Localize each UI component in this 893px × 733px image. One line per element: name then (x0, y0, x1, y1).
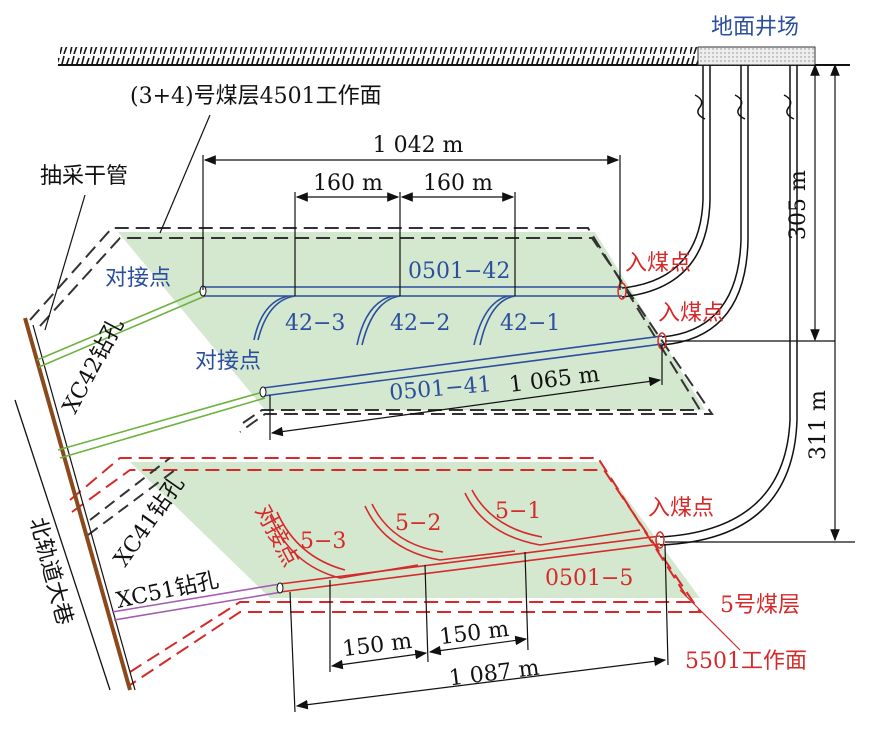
dim-spacing-2: 160 m (423, 171, 493, 196)
trunk-pipe-label: 抽采干管 (40, 164, 128, 189)
surface-site-pad (697, 46, 816, 66)
branch-42-3-label: 42−3 (285, 311, 345, 336)
xc51-borehole (111, 583, 283, 621)
dim-spacing-1: 160 m (313, 171, 383, 196)
surface-wells (621, 65, 798, 546)
upper-seam-area (118, 232, 705, 410)
branch-5-1-label: 5−1 (495, 499, 541, 524)
ground-hatch (58, 47, 698, 65)
branch-5-3-label: 5−3 (300, 529, 346, 554)
upper-seam-outline (29, 227, 702, 426)
xc42-label: XC42钻孔 (58, 314, 129, 418)
lower-seam-outline (69, 457, 692, 673)
entry-point-label-2: 入煤点 (658, 301, 724, 326)
lower-seam-outline-2 (71, 469, 702, 686)
branch-42-1-label: 42−1 (500, 311, 560, 336)
trunk-pipe (23, 317, 132, 691)
dim-total-upper: 1 042 m (373, 133, 464, 158)
well-0501-5-label: 0501−5 (545, 566, 633, 591)
surface-site-label: 地面井场 (711, 15, 799, 40)
branches-5 (269, 489, 641, 579)
xc41-label: XC41钻孔 (109, 472, 189, 572)
entry-point-label-1: 入煤点 (625, 251, 691, 276)
xc41-borehole (57, 391, 266, 459)
seam-5-label: 5号煤层 (720, 593, 800, 618)
dim-total-lower: 1 087 m (448, 656, 541, 692)
well-0501-42-label: 0501−42 (408, 259, 510, 284)
xc42-borehole (36, 289, 206, 368)
docking-point-label-2: 对接点 (195, 349, 261, 374)
entry-point-label-3: 入煤点 (648, 496, 714, 521)
branches-42 (253, 295, 516, 346)
docking-point-marker (259, 386, 267, 398)
xc51-label: XC51钻孔 (114, 568, 221, 614)
upper-face-label: (3+4)号煤层4501工作面 (130, 84, 382, 109)
branch-42-2-label: 42−2 (390, 311, 450, 336)
lower-seam-area (130, 462, 700, 598)
docking-point-label-1: 对接点 (105, 266, 171, 291)
dim-spacing-3: 150 m (341, 629, 414, 662)
upper-seam-outline-2 (39, 237, 714, 433)
dim-305: 305 m (786, 170, 811, 240)
face-5501-label: 5501工作面 (685, 649, 807, 674)
branch-5-2-label: 5−2 (395, 511, 441, 536)
well-0501-5 (279, 535, 661, 593)
dim-311: 311 m (806, 390, 831, 460)
north-roadway-label: 北轨道大巷 (24, 515, 77, 628)
north-roadway-line (14, 399, 111, 691)
well-0501-42 (203, 286, 622, 297)
dim-spacing-4: 150 m (438, 617, 511, 650)
docking-point-marker (276, 582, 284, 594)
roadway-dashes (87, 457, 176, 536)
trunk-pipe-edge (32, 324, 136, 691)
dimension-lines (44, 63, 855, 713)
